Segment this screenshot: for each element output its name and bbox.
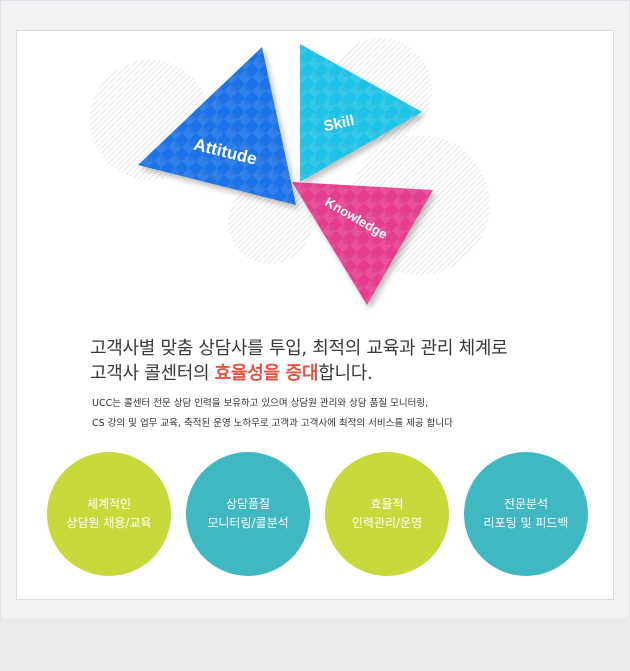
- service-subtitle: 상담원 채용/교육: [66, 516, 152, 530]
- attitude-triangle: [138, 47, 296, 205]
- service-title: 체계적인: [86, 497, 132, 511]
- description-line-1: UCC는 콜센터 전문 상담 인력을 보유하고 있으며 상담원 관리와 상담 품…: [92, 398, 429, 409]
- description-line-2: CS 강의 및 업무 교육, 축적된 운영 노하우로 고객과 고객사에 최적의 …: [92, 418, 453, 429]
- service-circle-management: 효율적 인력관리/운영: [325, 452, 449, 576]
- service-title: 효율적: [370, 497, 404, 511]
- heading-line-1: 고객사별 맞춤 상담사를 투입, 최적의 교육과 관리 체계로: [90, 338, 508, 359]
- hero-illustration: Attitude Skill Knowledge: [90, 38, 490, 305]
- service-circles: 체계적인 상담원 채용/교육 상담품질 모니터링/콜분석 효율적 인력관리/운영…: [0, 452, 630, 582]
- heading-line-2: 고객사 콜센터의 효율성을 증대합니다.: [90, 361, 610, 386]
- bottom-strip: [0, 618, 630, 671]
- service-title: 상담품질: [225, 497, 271, 511]
- service-subtitle: 인력관리/운영: [351, 516, 423, 530]
- service-title: 전문분석: [503, 497, 549, 511]
- knowledge-triangle: [292, 182, 433, 305]
- skill-label: Skill: [322, 112, 356, 135]
- main-heading: 고객사별 맞춤 상담사를 투입, 최적의 교육과 관리 체계로 고객사 콜센터의…: [90, 336, 610, 386]
- service-circle-quality: 상담품질 모니터링/콜분석: [186, 452, 310, 576]
- description: UCC는 콜센터 전문 상담 인력을 보유하고 있으며 상담원 관리와 상담 품…: [92, 394, 592, 434]
- service-subtitle: 모니터링/콜분석: [207, 516, 289, 530]
- heading-line2-prefix: 고객사 콜센터의: [90, 363, 215, 384]
- skill-triangle: [300, 44, 422, 182]
- service-subtitle: 리포팅 및 피드백: [483, 516, 569, 530]
- service-circle-reporting: 전문분석 리포팅 및 피드백: [464, 452, 588, 576]
- service-circle-recruitment: 체계적인 상담원 채용/교육: [47, 452, 171, 576]
- heading-highlight: 효율성을 증대: [214, 363, 319, 384]
- heading-line2-suffix: 합니다.: [318, 363, 373, 384]
